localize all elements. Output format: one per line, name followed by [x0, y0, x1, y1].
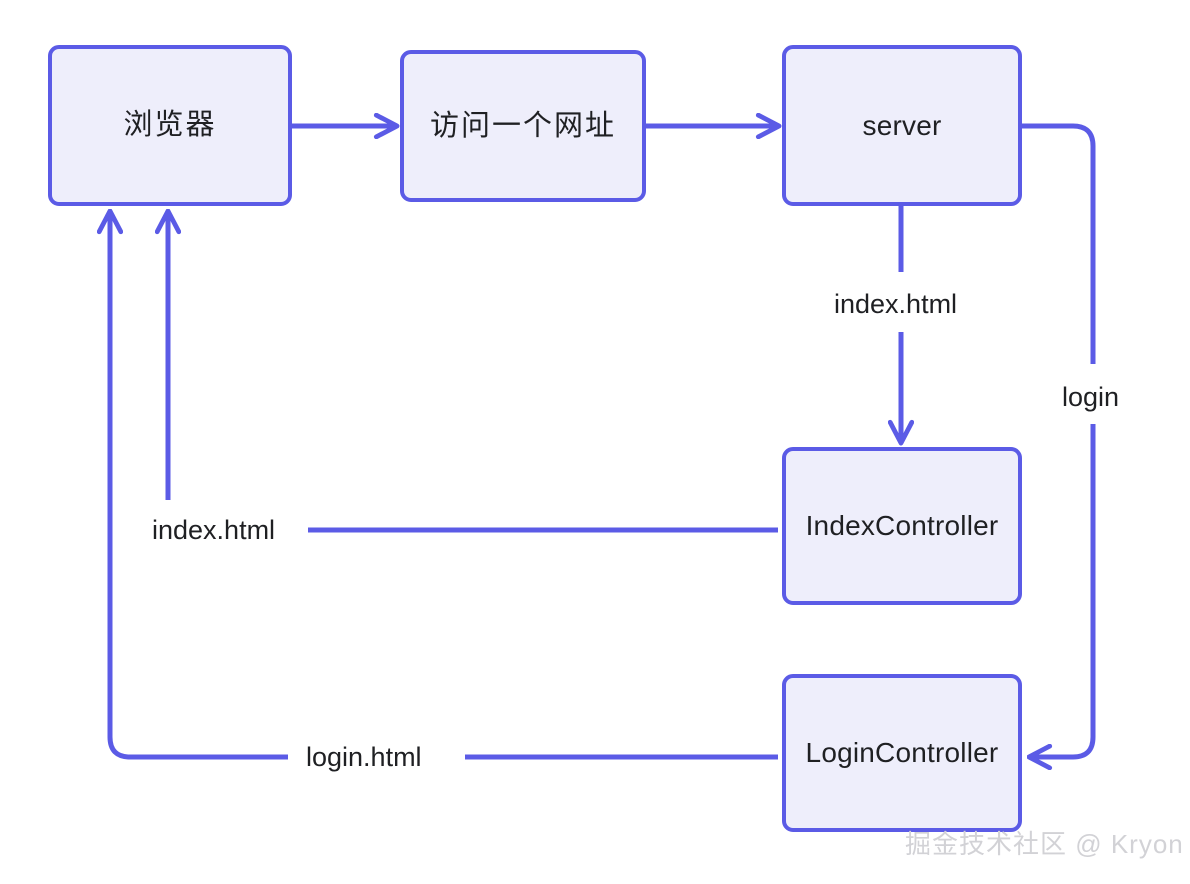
node-browser[interactable]: 浏览器 [48, 45, 292, 206]
edge-label-server-to-login: login [1056, 381, 1126, 414]
node-login-controller[interactable]: LoginController [782, 674, 1022, 832]
edge-label-login-to-browser: login.html [300, 741, 428, 774]
edge-label-server-to-index: index.html [828, 288, 964, 321]
node-visit-url-label: 访问一个网址 [429, 109, 616, 142]
node-server-label: server [862, 109, 942, 141]
node-index-controller[interactable]: IndexController [782, 447, 1022, 605]
node-index-controller-label: IndexController [805, 510, 999, 542]
node-visit-url[interactable]: 访问一个网址 [400, 50, 646, 202]
edge-server-to-login-lower [1030, 424, 1096, 757]
edge-label-index-to-browser: index.html [146, 514, 282, 547]
node-login-controller-label: LoginController [805, 737, 999, 769]
node-browser-label: 浏览器 [123, 109, 217, 142]
node-server[interactable]: server [782, 45, 1022, 206]
edge-login-to-browser-elbow [110, 212, 288, 760]
watermark: 掘金技术社区 @ Kryon [905, 829, 1184, 859]
edge-server-to-login-upper [1022, 123, 1096, 364]
